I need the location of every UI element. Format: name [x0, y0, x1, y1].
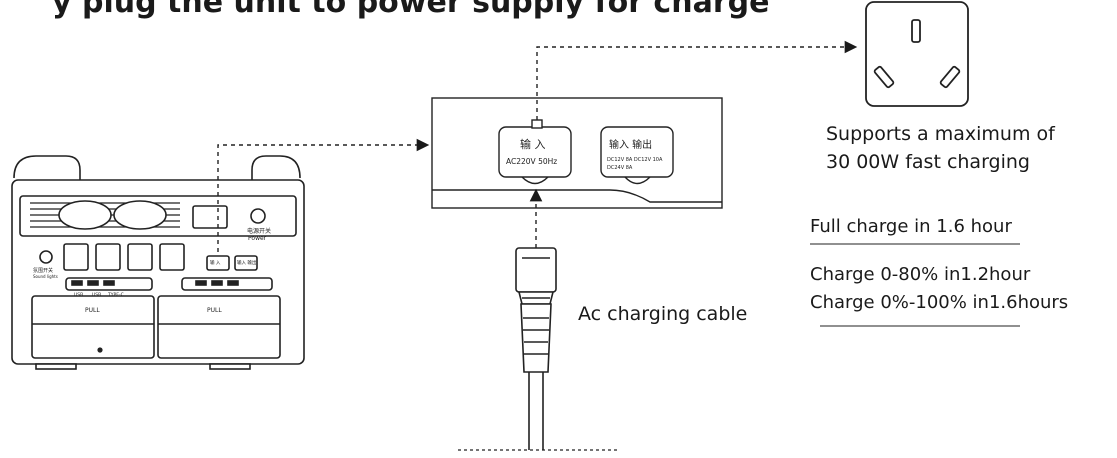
- panel-dc-io-label: 输入 输出: [609, 138, 652, 151]
- station-to-panel-arrow: [217, 138, 430, 252]
- panel-dc-spec-2: DC24V 8A: [607, 165, 633, 171]
- station-port-usb-2: USB: [92, 292, 101, 298]
- panel-to-outlet-arrow: [536, 40, 858, 120]
- station-pull-right: PULL: [207, 307, 222, 314]
- station-port-typec: TYPE-C: [107, 292, 124, 298]
- outlet-caption-line1: Supports a maximum of: [826, 123, 1056, 145]
- full-charge-text: Full charge in 1.6 hour: [810, 216, 1012, 237]
- station-sound-label: 氛围开关: [33, 267, 53, 274]
- wall-outlet-icon: [865, 1, 969, 107]
- panel-ac-input-spec: AC220V 50Hz: [506, 157, 557, 166]
- station-input-small: 输 入: [210, 259, 221, 266]
- panel-dc-spec-1: DC12V 8A DC12V 10A: [607, 157, 663, 163]
- station-power-sub: Power: [248, 235, 267, 242]
- charge-line-1: Charge 0-80% in1.2hour: [810, 264, 1031, 285]
- station-port-usb-1: USB: [74, 292, 83, 298]
- cable-label: Ac charging cable: [578, 303, 747, 325]
- station-dc-small: 输入 输出: [237, 259, 257, 266]
- station-pull-left: PULL: [85, 307, 100, 314]
- heading-text: y plug the unit to power supply for char…: [52, 0, 769, 20]
- panel-ac-input-label: 输 入: [520, 137, 546, 151]
- ac-plug-icon: [515, 247, 557, 450]
- station-sound-sub: Sound lights: [33, 274, 58, 279]
- connector-panel: [431, 97, 723, 209]
- power-station: [11, 155, 305, 370]
- station-power-label: 电源开关: [247, 227, 271, 235]
- outlet-caption-line2: 30 00W fast charging: [826, 151, 1030, 173]
- charge-line-2: Charge 0%-100% in1.6hours: [810, 292, 1068, 313]
